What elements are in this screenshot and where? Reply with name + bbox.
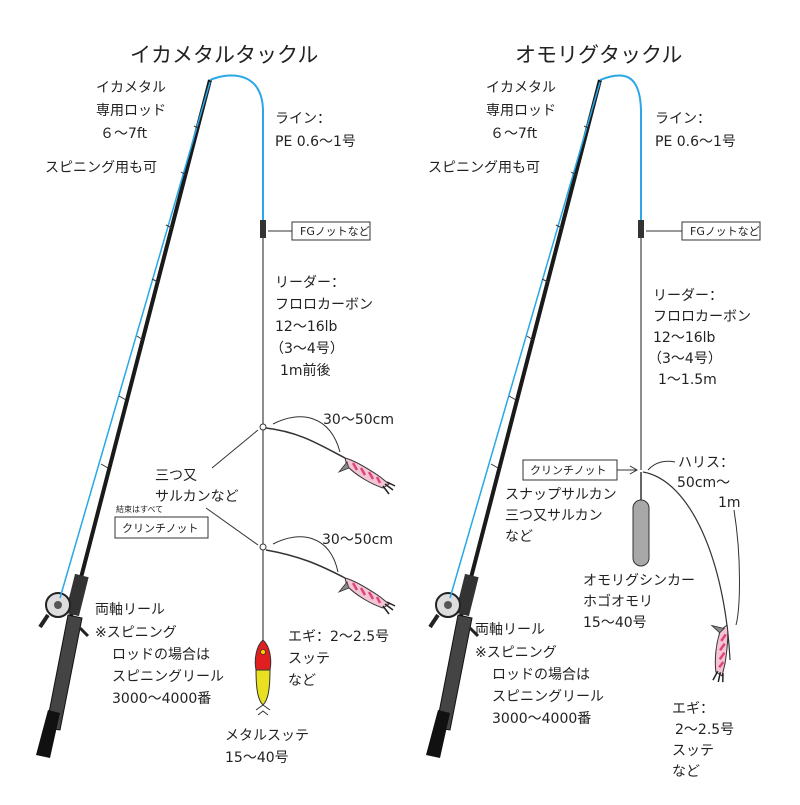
egi-lure-icon bbox=[690, 618, 750, 687]
right-clinch-arrow bbox=[617, 465, 639, 475]
left-branch-lower bbox=[259, 536, 397, 616]
right-sinker-label: オモリグシンカー bbox=[583, 573, 695, 589]
right-tackle: オモリグタックル FGノットなど イカメタル 専用ロッド ６〜7ft スピニング… bbox=[424, 43, 761, 780]
right-main-line bbox=[599, 74, 642, 222]
right-reel-note: スピニングリール bbox=[492, 689, 604, 705]
left-knot-label: FGノットなど bbox=[300, 225, 370, 238]
left-main-line bbox=[209, 74, 264, 222]
left-line-spec: PE 0.6〜1号 bbox=[275, 134, 356, 150]
left-knot-note: 結束はすべて bbox=[116, 504, 163, 514]
left-egi-label: スッテ bbox=[288, 651, 330, 667]
left-title: イカメタルタックル bbox=[130, 43, 318, 67]
left-branch-length: 30〜50cm bbox=[323, 412, 394, 428]
egi-lure-icon bbox=[337, 456, 397, 496]
egi-lure-icon bbox=[337, 576, 397, 616]
sinker-icon bbox=[632, 472, 650, 567]
left-leader-spec: 12〜16lb bbox=[275, 319, 338, 335]
left-egi-label: エギ：2〜2.5号 bbox=[288, 629, 389, 645]
right-rod-label: イカメタル bbox=[486, 80, 556, 96]
left-rod-label: 専用ロッド bbox=[96, 103, 166, 119]
left-swivel-pointer bbox=[211, 429, 259, 469]
right-leader-spec: フロロカーボン bbox=[653, 309, 751, 325]
right-rod-label: 専用ロッド bbox=[486, 103, 556, 119]
left-swivel-label: 三つ又 bbox=[155, 468, 197, 484]
left-line-label: ライン： bbox=[275, 111, 331, 127]
left-egi-label: など bbox=[288, 673, 316, 689]
right-swivel-label: など bbox=[505, 529, 533, 545]
left-rod-label: イカメタル bbox=[96, 80, 166, 96]
left-sutte-label: メタルスッテ bbox=[225, 728, 309, 744]
right-harisu-label: ハリス： bbox=[678, 455, 734, 471]
left-branch-length: 30〜50cm bbox=[322, 532, 393, 548]
right-harisu-length-pointer bbox=[733, 509, 740, 626]
left-branch-upper bbox=[259, 416, 397, 496]
left-leader-spec: （3〜4号） bbox=[270, 341, 344, 357]
right-swivel-label: 三つ又サルカン bbox=[505, 508, 603, 524]
right-harisu-pointer bbox=[647, 460, 676, 471]
right-line-label: ライン： bbox=[655, 111, 711, 127]
right-swivel-label: スナップサルカン bbox=[505, 487, 617, 503]
right-rod-length: ６〜7ft bbox=[490, 126, 538, 142]
right-reel-size: 3000〜4000番 bbox=[492, 711, 591, 727]
right-reel-note: ロッドの場合は bbox=[492, 667, 590, 683]
metal-sutte-icon bbox=[254, 639, 272, 716]
right-rod-note: スピニング用も可 bbox=[428, 160, 540, 176]
right-egi-label: など bbox=[672, 764, 700, 780]
right-leader-spec: 12〜16lb bbox=[653, 330, 716, 346]
left-rod-note: スピニング用も可 bbox=[45, 160, 157, 176]
right-reel-note: ※スピニング bbox=[475, 645, 557, 661]
right-harisu-length: 1m bbox=[718, 495, 741, 511]
right-leader-length: 1〜1.5m bbox=[658, 372, 717, 388]
left-leader-spec: フロロカーボン bbox=[275, 297, 373, 313]
left-fg-knot-icon bbox=[260, 220, 266, 238]
left-leader-label: リーダー： bbox=[275, 275, 345, 291]
right-line-spec: PE 0.6〜1号 bbox=[655, 134, 736, 150]
left-swivel-pointer bbox=[205, 507, 259, 546]
right-clinch-label: クリンチノット bbox=[530, 464, 606, 477]
left-sutte-weight: 15〜40号 bbox=[225, 750, 289, 766]
left-tackle: イカメタルタックル FGノットなど イカメタル 専用ロッド ６〜7ft スピニン… bbox=[34, 43, 397, 766]
right-title: オモリグタックル bbox=[515, 43, 682, 67]
left-reel-size: 3000〜4000番 bbox=[112, 691, 211, 707]
right-leader-spec: （3〜4号） bbox=[648, 351, 722, 367]
right-harisu-line bbox=[642, 471, 731, 661]
left-reel-note: ※スピニング bbox=[95, 625, 177, 641]
left-swivel-label: サルカンなど bbox=[155, 489, 239, 505]
left-reel-note: スピニングリール bbox=[112, 669, 224, 685]
left-rod-length: ６〜7ft bbox=[100, 126, 148, 142]
right-leader-label: リーダー： bbox=[653, 288, 723, 304]
left-reel-note: ロッドの場合は bbox=[112, 647, 210, 663]
right-harisu-length: 50cm〜 bbox=[677, 475, 730, 491]
right-fg-knot-icon bbox=[638, 220, 644, 238]
right-egi-label: スッテ bbox=[672, 743, 714, 759]
right-reel-label: 両軸リール bbox=[475, 622, 545, 638]
right-sinker-weight: 15〜40号 bbox=[583, 615, 647, 631]
left-leader-length: 1m前後 bbox=[280, 362, 331, 379]
left-clinch-label: クリンチノット bbox=[122, 522, 198, 535]
right-egi-label: エギ： bbox=[672, 701, 714, 717]
left-clinch-box bbox=[114, 516, 209, 539]
right-knot-label: FGノットなど bbox=[690, 225, 760, 238]
left-reel-label: 両軸リール bbox=[95, 602, 165, 618]
right-egi-size: 2〜2.5号 bbox=[675, 722, 734, 738]
right-sinker-label: ホゴオモリ bbox=[583, 593, 653, 610]
